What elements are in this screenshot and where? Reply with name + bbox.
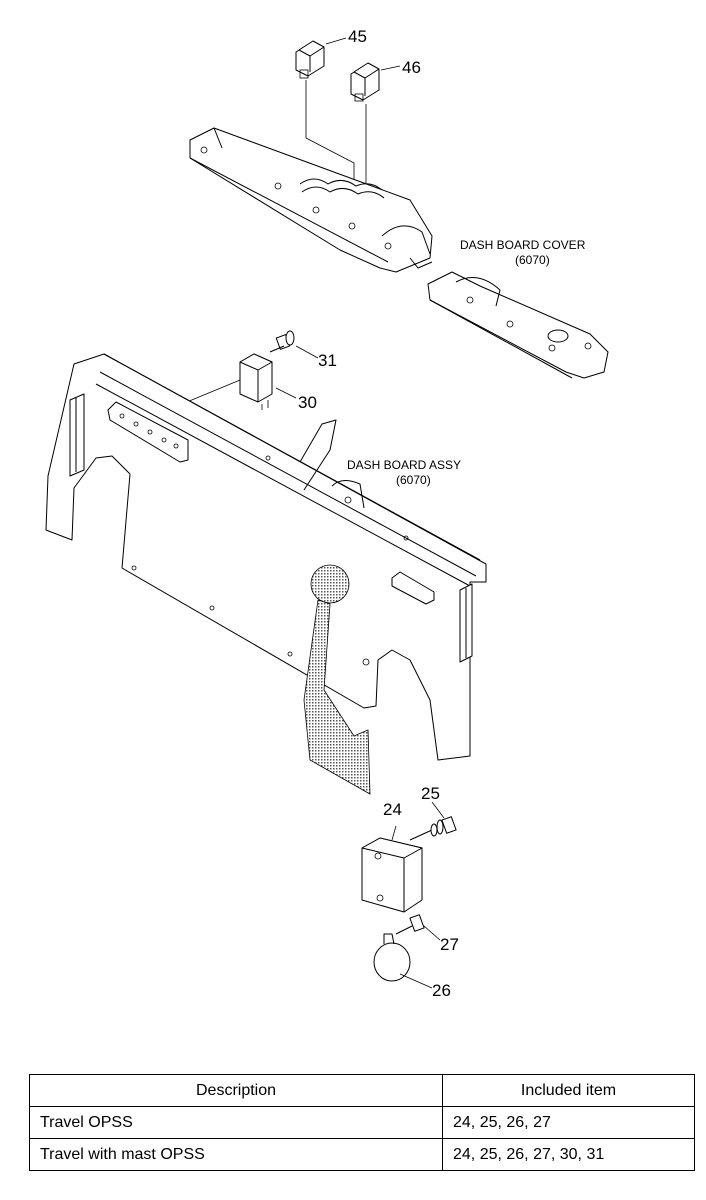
row-description: Travel OPSS [29,1106,443,1139]
table-row: Travel with mast OPSS 24, 25, 26, 27, 30… [29,1138,695,1171]
included-items-table: Description Included item Travel OPSS 24… [29,1074,695,1171]
row-included-items: 24, 25, 26, 27, 30, 31 [442,1138,695,1171]
column-header-description: Description [29,1074,443,1107]
callout-24: 24 [383,800,402,819]
cover-name-label: DASH BOARD COVER [460,238,586,252]
assy-code-label: (6070) [396,473,431,487]
screw-27 [395,914,441,941]
column-header-included-item: Included item [442,1074,695,1107]
callout-25: 25 [421,784,440,803]
screw-25 [409,801,457,841]
table-header-row: Description Included item [29,1074,695,1107]
switch-45 [295,37,347,79]
relay-30 [239,353,297,410]
dash-board-assy [45,353,487,761]
sensor-24 [361,825,423,913]
row-description: Travel with mast OPSS [29,1138,443,1171]
row-included-items: 24, 25, 26, 27 [442,1106,695,1139]
callout-45: 45 [348,27,367,46]
mounting-arrow [303,564,371,795]
callout-27: 27 [440,935,459,954]
callout-31: 31 [318,351,337,370]
bolt-31 [269,330,319,359]
callout-30: 30 [298,393,317,412]
reflector-26 [373,933,433,989]
dash-board-cover [189,127,433,273]
table-row: Travel OPSS 24, 25, 26, 27 [29,1106,695,1139]
parts-diagram: DASH BOARD COVER (6070) [45,27,609,1000]
switch-46 [350,62,401,102]
callout-26: 26 [432,981,451,1000]
callout-46: 46 [402,58,421,77]
dash-board-cover-lower [427,271,609,379]
cover-code-label: (6070) [515,253,550,267]
assy-name-label: DASH BOARD ASSY [347,458,461,472]
